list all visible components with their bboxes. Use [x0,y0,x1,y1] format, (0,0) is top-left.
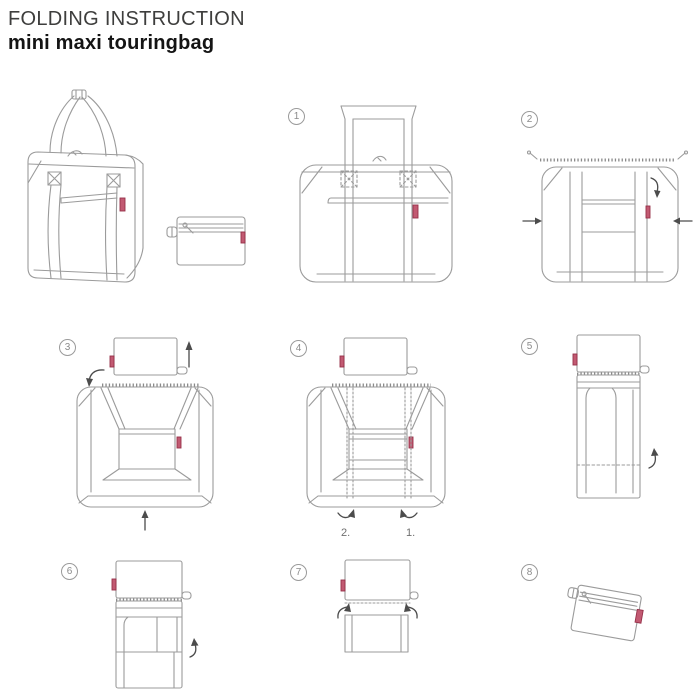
step-3-drawing [76,337,214,531]
fold-second-arrow [337,509,355,519]
fold-handle-down-arrow [650,177,661,198]
fold-line-dashed [346,387,412,501]
brand-tag [634,608,644,624]
fold-order-label-first: 1. [406,527,415,539]
press-right-side-arrow [673,217,693,225]
fold-up-arrow [189,638,199,658]
brand-tag [240,231,246,244]
brand-tag [119,197,126,212]
press-left-side-arrow [522,217,542,225]
folded-bundle [344,614,409,653]
step-8-drawing [567,584,644,642]
touringbag-perspective-drawing [27,89,144,283]
step-2-badge: 2 [521,111,538,128]
brand-tag [572,353,578,366]
step-7-drawing [337,559,419,653]
brand-tag [109,355,115,368]
brand-tag [176,436,182,449]
fold-first-arrow [400,509,418,519]
attached-pouch [109,337,188,376]
step-4-badge: 4 [290,340,307,357]
finished-mini-pouch [567,584,644,642]
page-subtitle: mini maxi touringbag [8,32,215,54]
pouch-being-filled [340,559,419,601]
step-6-badge: 6 [61,563,78,580]
pull-pouch-up-arrow [185,341,193,368]
step-4-drawing: 2. 1. [306,337,446,539]
step-1-drawing [299,105,453,283]
step-7-badge: 7 [290,564,307,581]
step-8-badge: 8 [521,564,538,581]
step-1-badge: 1 [288,108,305,125]
step-5-drawing [572,334,659,499]
tuck-right-arrow [404,603,418,619]
intro-bag-and-pouch-drawing [27,89,246,283]
brand-tag [412,204,419,219]
step-2-drawing [522,150,693,283]
mini-pouch-drawing [166,216,246,266]
brand-tag [340,579,346,592]
attached-pouch [572,334,650,374]
brand-tag [645,205,651,219]
step-6-drawing [111,560,199,689]
tuck-left-arrow [337,603,351,619]
page-title: FOLDING INSTRUCTION [8,8,245,30]
brand-tag [339,355,345,368]
fold-up-arrow [648,448,659,469]
step-5-badge: 5 [521,338,538,355]
fold-order-label-second: 2. [341,527,350,539]
fold-over-arrow [86,369,105,387]
attached-pouch [111,560,192,600]
brand-tag [111,578,117,591]
push-bottom-up-arrow [141,510,149,531]
attached-pouch [339,337,418,376]
step-3-badge: 3 [59,339,76,356]
